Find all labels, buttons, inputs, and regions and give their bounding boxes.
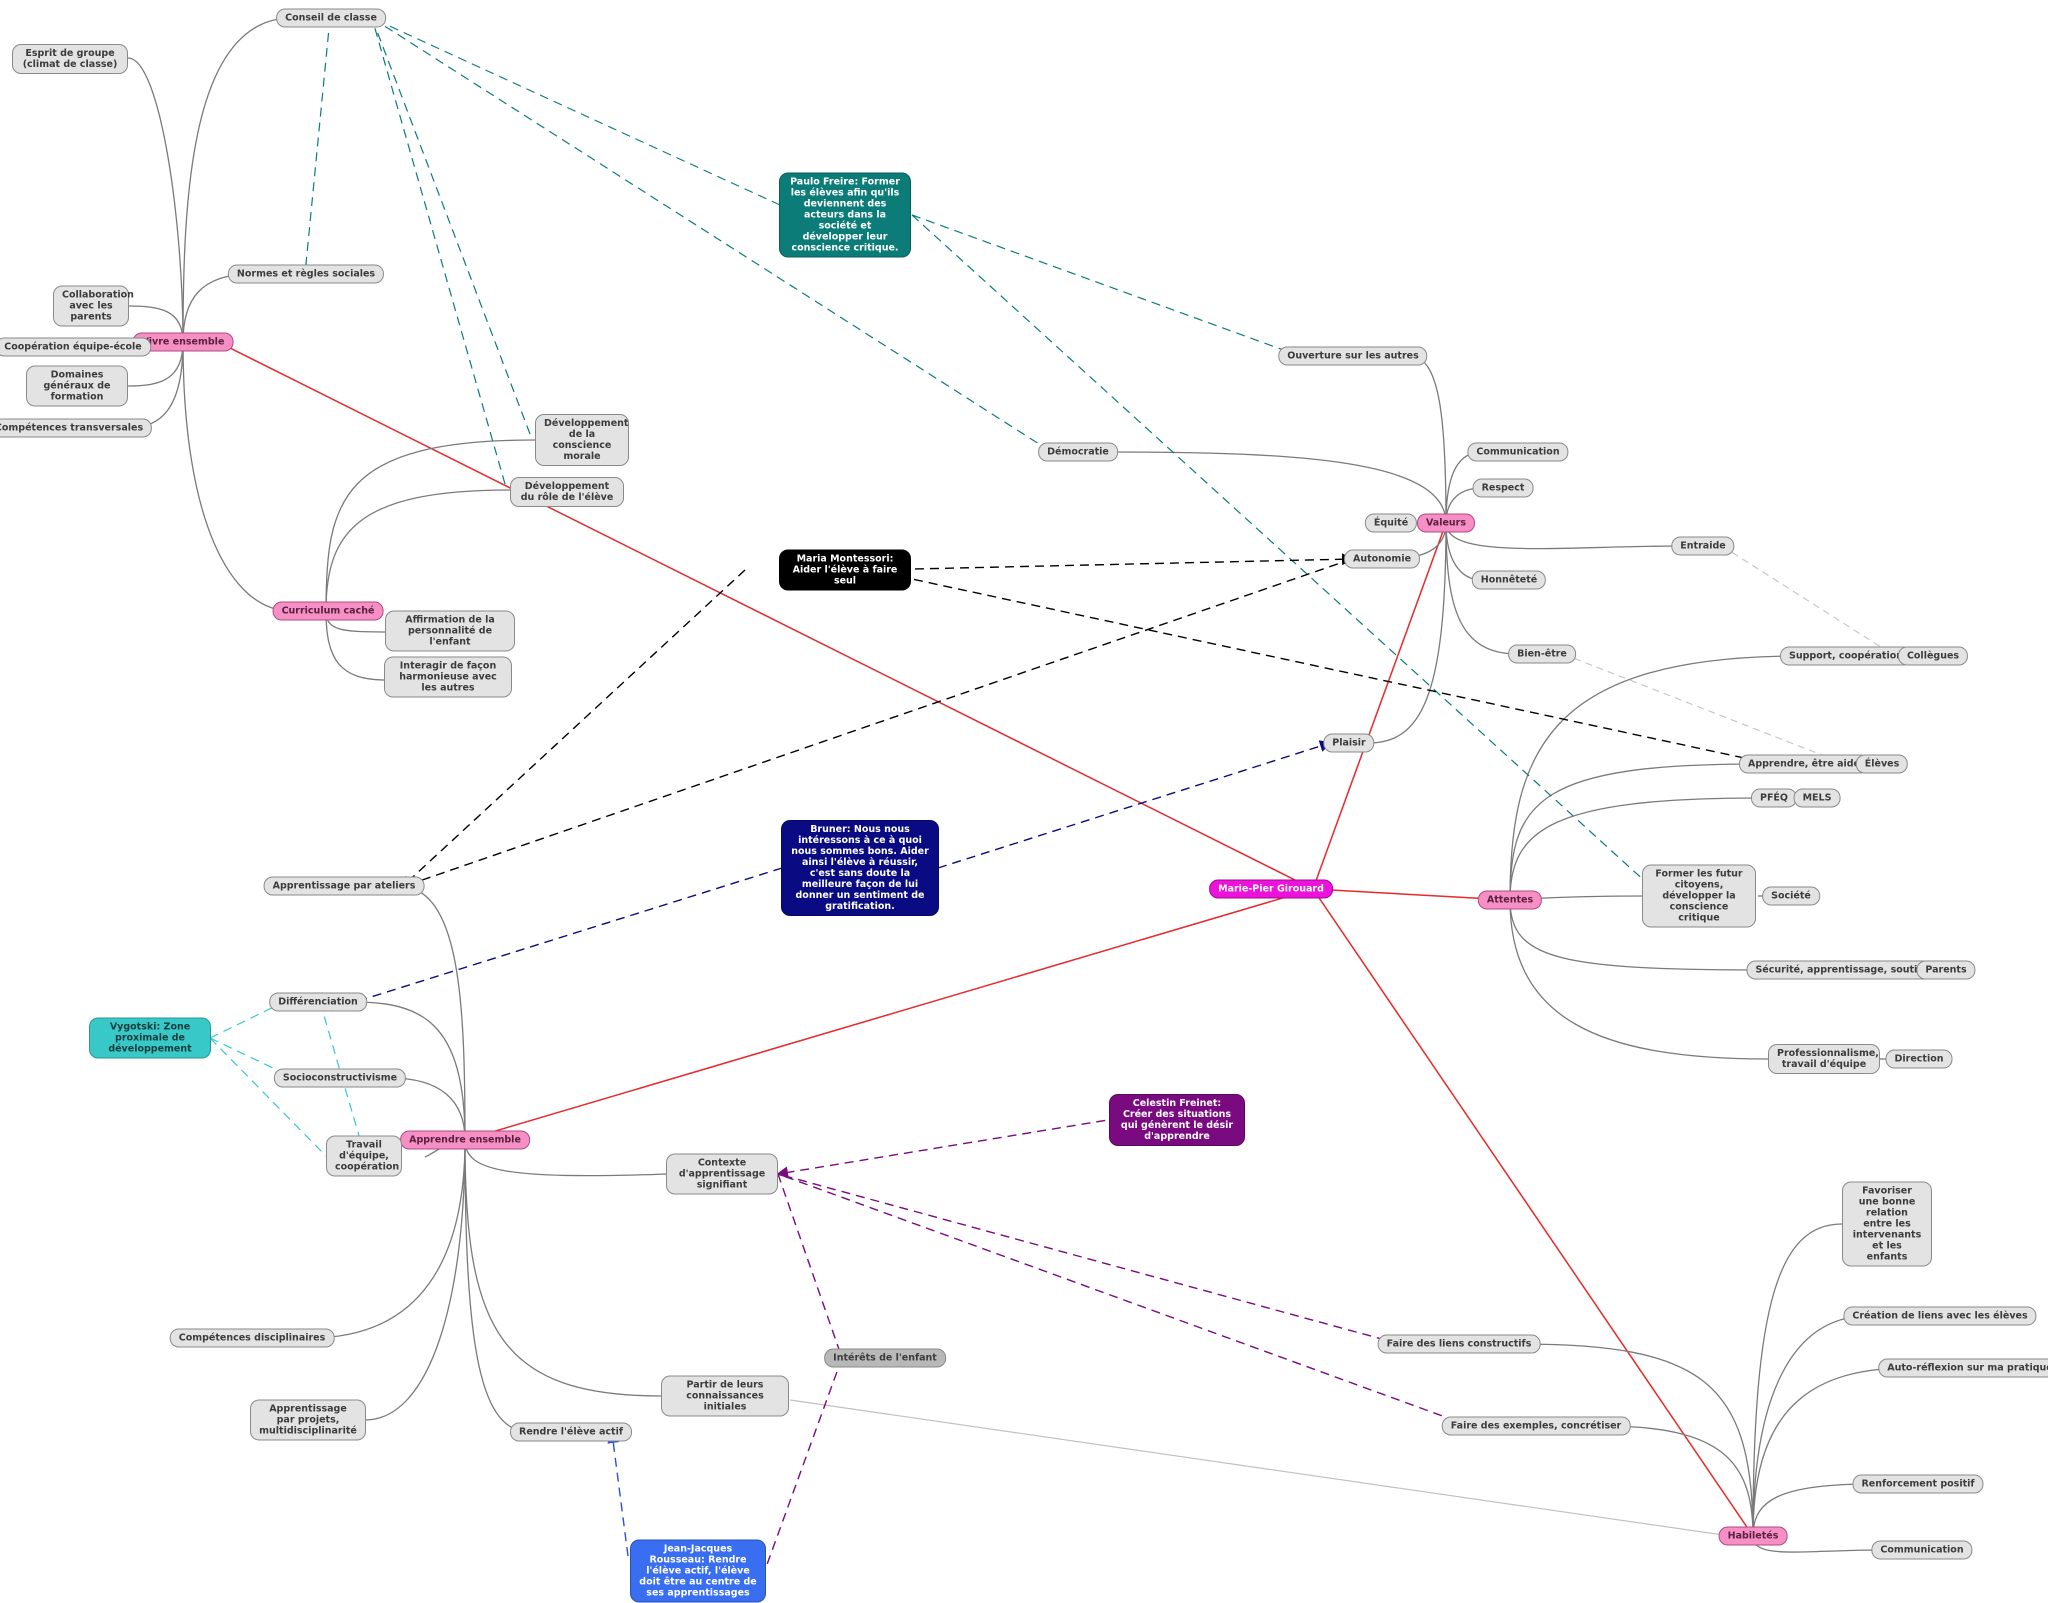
- node-communication-valeurs[interactable]: Communication: [1467, 442, 1569, 462]
- note-jean-jacques-rousseau[interactable]: Jean-Jacques Rousseau: Rendre l'élève ac…: [630, 1539, 766, 1603]
- node-cooperation-equipe-ecole[interactable]: Coopération équipe-école: [0, 337, 151, 357]
- node-eleves[interactable]: Élèves: [1855, 754, 1909, 774]
- node-interagir-harmonieuse[interactable]: Interagir de façon harmonieuse avec les …: [384, 656, 512, 698]
- light-dashed-links: [1562, 545, 1896, 765]
- node-ouverture-autres[interactable]: Ouverture sur les autres: [1278, 346, 1428, 366]
- topic-apprendre-ensemble[interactable]: Apprendre ensemble: [400, 1130, 530, 1150]
- node-societe[interactable]: Société: [1762, 886, 1820, 906]
- node-pfeq[interactable]: PFÉQ: [1750, 788, 1798, 808]
- node-faire-exemples[interactable]: Faire des exemples, concrétiser: [1441, 1416, 1631, 1436]
- node-respect[interactable]: Respect: [1472, 478, 1534, 498]
- node-apprentissage-projets[interactable]: Apprentissage par projets, multidiscipli…: [250, 1399, 366, 1441]
- freinet-links: [764, 1117, 1471, 1571]
- node-competences-transversales[interactable]: Compétences transversales: [0, 418, 153, 438]
- node-direction[interactable]: Direction: [1885, 1049, 1953, 1069]
- node-faire-liens[interactable]: Faire des liens constructifs: [1377, 1334, 1541, 1354]
- grey-branches: [127, 17, 1927, 1553]
- bruner-links: [353, 740, 1332, 1005]
- node-apprentissage-ateliers[interactable]: Apprentissage par ateliers: [263, 876, 425, 896]
- node-auto-reflexion[interactable]: Auto-réflexion sur ma pratique: [1878, 1358, 2048, 1378]
- node-affirmation-personnalite[interactable]: Affirmation de la personnalité de l'enfa…: [385, 610, 515, 652]
- topic-vivre-ensemble[interactable]: Vivre ensemble: [132, 332, 234, 352]
- node-competences-disciplinaires[interactable]: Compétences disciplinaires: [169, 1328, 335, 1348]
- node-collegues[interactable]: Collègues: [1897, 646, 1969, 666]
- node-socioconstructivisme[interactable]: Socioconstructivisme: [273, 1068, 407, 1088]
- node-interets-enfant[interactable]: Intérêts de l'enfant: [824, 1348, 946, 1368]
- node-collaboration-parents[interactable]: Collaboration avec les parents: [53, 285, 134, 327]
- rousseau-links: [607, 1431, 629, 1557]
- note-paulo-freire[interactable]: Paulo Freire: Former les élèves afin qu'…: [779, 172, 911, 258]
- node-entraide[interactable]: Entraide: [1671, 536, 1735, 556]
- node-esprit-de-groupe[interactable]: Esprit de groupe (climat de classe): [12, 44, 128, 74]
- node-domaines-generaux[interactable]: Domaines généraux de formation: [26, 365, 128, 407]
- node-travail-equipe[interactable]: Travail d'équipe, coopération: [326, 1135, 402, 1177]
- node-partir-connaissances[interactable]: Partir de leurs connaissances initiales: [661, 1375, 789, 1417]
- topic-attentes[interactable]: Attentes: [1477, 890, 1543, 910]
- node-differenciation[interactable]: Différenciation: [269, 992, 367, 1012]
- node-role-eleve[interactable]: Développement du rôle de l'élève: [510, 477, 624, 507]
- node-communication-habiletes[interactable]: Communication: [1871, 1540, 1973, 1560]
- node-honnetete[interactable]: Honnêteté: [1471, 570, 1547, 590]
- node-democratie[interactable]: Démocratie: [1038, 442, 1118, 462]
- node-support-cooperation[interactable]: Support, coopération: [1780, 646, 1912, 666]
- node-mels[interactable]: MELS: [1793, 788, 1841, 808]
- node-equite[interactable]: Équité: [1364, 513, 1418, 533]
- montessori-links: [400, 553, 1773, 890]
- node-apprendre-etre-aide[interactable]: Apprendre, être aidé: [1738, 754, 1870, 774]
- note-bruner[interactable]: Bruner: Nous nous intéressons à ce à quo…: [781, 820, 939, 916]
- note-vygotski[interactable]: Vygotski: Zone proximale de développemen…: [89, 1017, 211, 1059]
- node-conscience-morale[interactable]: Développement de la conscience morale: [535, 414, 629, 466]
- node-autonomie[interactable]: Autonomie: [1343, 549, 1421, 569]
- node-bien-etre[interactable]: Bien-être: [1508, 644, 1576, 664]
- topic-habiletes[interactable]: Habiletés: [1718, 1526, 1788, 1546]
- node-normes-regles[interactable]: Normes et règles sociales: [227, 264, 385, 284]
- freire-links: [304, 16, 1649, 885]
- light-links: [789, 1399, 1731, 1537]
- main-branches: [217, 341, 1754, 1537]
- note-celestin-freinet[interactable]: Celestin Freinet: Créer des situations q…: [1109, 1094, 1245, 1146]
- node-renforcement-positif[interactable]: Renforcement positif: [1852, 1474, 1984, 1494]
- node-conseil-de-classe[interactable]: Conseil de classe: [276, 8, 386, 28]
- root-node[interactable]: Marie-Pier Girouard: [1209, 879, 1333, 899]
- node-former-futur-citoyens[interactable]: Former les futur citoyens, développer la…: [1642, 864, 1756, 928]
- node-securite-apprentissage[interactable]: Sécurité, apprentissage, soutien: [1746, 960, 1940, 980]
- node-rendre-eleve-actif[interactable]: Rendre l'élève actif: [510, 1422, 632, 1442]
- topic-curriculum-cache[interactable]: Curriculum caché: [272, 601, 384, 621]
- node-plaisir[interactable]: Plaisir: [1323, 733, 1375, 753]
- node-parents[interactable]: Parents: [1916, 960, 1976, 980]
- node-creation-liens[interactable]: Création de liens avec les élèves: [1843, 1306, 2037, 1326]
- node-contexte-apprentissage[interactable]: Contexte d'apprentissage signifiant: [666, 1153, 778, 1195]
- node-favoriser-relation[interactable]: Favoriser une bonne relation entre les i…: [1842, 1181, 1932, 1267]
- topic-valeurs[interactable]: Valeurs: [1416, 513, 1476, 533]
- node-professionnalisme[interactable]: Professionnalisme, travail d'équipe: [1768, 1044, 1880, 1074]
- note-maria-montessori[interactable]: Maria Montessori: Aider l'élève à faire …: [779, 549, 911, 591]
